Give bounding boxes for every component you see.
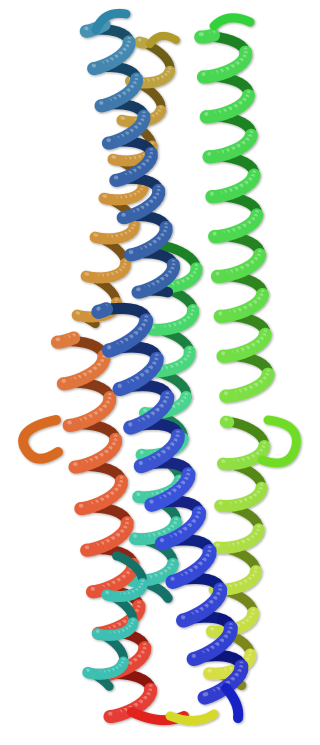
helix-left-orange-red: [57, 335, 150, 716]
loop-orange-kink: [23, 420, 58, 459]
loop-top-green-cap: [214, 18, 250, 26]
helix-right-green-upper-front-strands: [201, 32, 268, 396]
loop-bottom-blue-tail: [226, 688, 238, 718]
ribbon-segment: [106, 683, 109, 686]
ribbon-segment: [165, 595, 168, 599]
loop-bottom-yellow: [170, 714, 214, 721]
ribbon-segment: [163, 291, 168, 292]
helix-right-green-upper: [201, 32, 268, 396]
loop-top-olive-cap: [150, 36, 176, 44]
